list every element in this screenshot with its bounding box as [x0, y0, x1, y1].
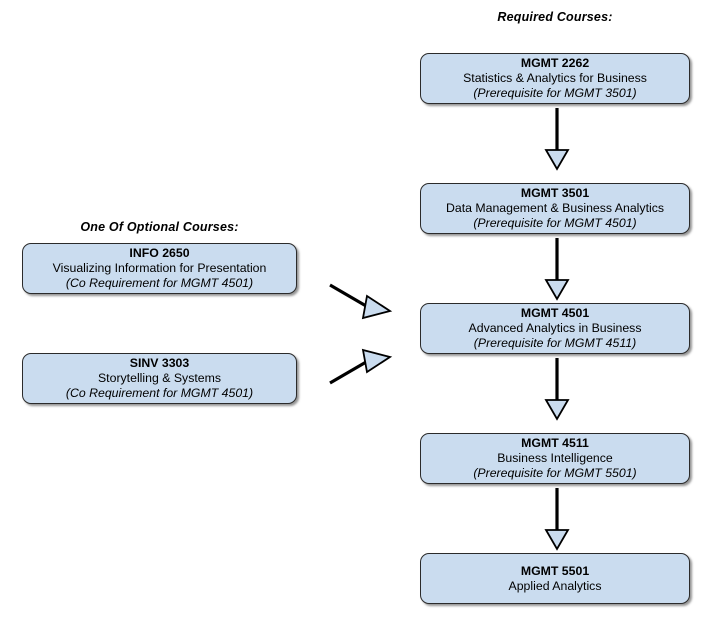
course-box-info-2650[interactable]: INFO 2650 Visualizing Information for Pr…: [22, 243, 297, 294]
course-title: Statistics & Analytics for Business: [463, 71, 647, 85]
course-code: SINV 3303: [129, 356, 190, 370]
course-title: Advanced Analytics in Business: [468, 321, 642, 335]
arrow-head-icon: [361, 348, 393, 374]
arrow-sinv3303-to-4501: [329, 348, 393, 385]
course-code: MGMT 2262: [520, 56, 590, 70]
course-code: MGMT 3501: [520, 186, 590, 200]
course-note: (Co Requirement for MGMT 4501): [65, 276, 254, 290]
required-courses-heading: Required Courses:: [497, 10, 613, 24]
arrow-4501-to-4511: [544, 358, 570, 421]
course-note: (Prerequisite for MGMT 4501): [473, 216, 637, 230]
arrow-stem: [329, 283, 374, 312]
arrow-stem: [329, 356, 374, 385]
course-note: (Prerequisite for MGMT 5501): [473, 466, 637, 480]
arrow-2262-to-3501: [544, 108, 570, 171]
arrow-head-icon: [544, 399, 570, 421]
arrow-head-icon: [544, 279, 570, 301]
course-title: Visualizing Information for Presentation: [52, 261, 267, 275]
course-box-mgmt-3501[interactable]: MGMT 3501 Data Management & Business Ana…: [420, 183, 690, 234]
course-code: MGMT 5501: [520, 563, 590, 578]
course-title: Business Intelligence: [497, 451, 613, 465]
arrow-4511-to-5501: [544, 488, 570, 551]
course-box-mgmt-4511[interactable]: MGMT 4511 Business Intelligence (Prerequ…: [420, 433, 690, 484]
arrow-info2650-to-4501: [329, 283, 393, 320]
arrow-head-icon: [361, 294, 393, 320]
course-box-mgmt-2262[interactable]: MGMT 2262 Statistics & Analytics for Bus…: [420, 53, 690, 104]
course-note: (Prerequisite for MGMT 4511): [473, 336, 637, 350]
course-box-sinv-3303[interactable]: SINV 3303 Storytelling & Systems (Co Req…: [22, 353, 297, 404]
course-title: Applied Analytics: [508, 578, 602, 593]
course-note: (Prerequisite for MGMT 3501): [473, 86, 637, 100]
course-note: (Co Requirement for MGMT 4501): [65, 386, 254, 400]
course-box-mgmt-5501[interactable]: MGMT 5501 Applied Analytics: [420, 553, 690, 604]
course-code: INFO 2650: [129, 246, 190, 260]
arrow-head-icon: [544, 149, 570, 171]
course-title: Storytelling & Systems: [97, 371, 221, 385]
course-code: MGMT 4501: [520, 306, 590, 320]
course-title: Data Management & Business Analytics: [445, 201, 665, 215]
arrow-3501-to-4501: [544, 238, 570, 301]
optional-courses-heading: One Of Optional Courses:: [80, 220, 239, 234]
course-code: MGMT 4511: [521, 436, 589, 450]
course-box-mgmt-4501[interactable]: MGMT 4501 Advanced Analytics in Business…: [420, 303, 690, 354]
arrow-head-icon: [544, 529, 570, 551]
